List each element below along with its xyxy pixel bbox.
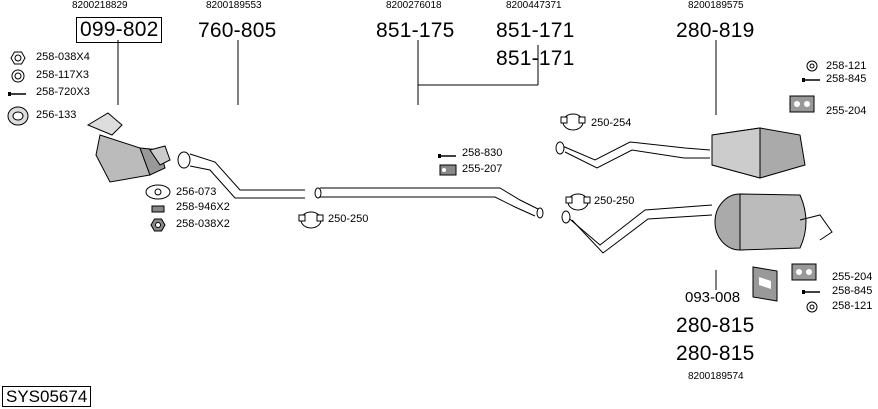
part-label[interactable]: 258-830	[462, 147, 503, 159]
catalytic-converter-icon	[86, 112, 171, 183]
part-number-mid-pipe-alt[interactable]: 851-171	[496, 47, 575, 70]
part-label[interactable]: 250-254	[591, 117, 632, 129]
bolt-icon	[8, 92, 26, 96]
clamp-icon	[560, 113, 586, 131]
mid-pipe-icon	[314, 187, 544, 219]
hanger-icon	[439, 164, 457, 176]
gasket-icon	[145, 184, 171, 200]
oem-number: 8200189575	[688, 0, 744, 11]
rear-silencer-2-icon	[714, 193, 833, 251]
bolt-icon	[802, 290, 820, 294]
part-label[interactable]: 258-038X4	[36, 51, 90, 63]
nut-icon	[10, 51, 26, 65]
hanger-icon	[791, 263, 817, 281]
part-label[interactable]: 255-204	[832, 271, 873, 283]
rear-silencer-1-icon	[711, 127, 806, 179]
rear-pipe-2-icon	[561, 204, 713, 254]
nut-icon	[806, 60, 818, 72]
part-label[interactable]: 250-250	[594, 195, 635, 207]
part-label[interactable]: 258-117X3	[36, 69, 90, 81]
mount-icon	[752, 266, 778, 302]
part-number-rear-silencer[interactable]: 280-819	[676, 19, 755, 42]
part-label[interactable]: 258-845	[826, 73, 867, 85]
nut-icon	[806, 301, 818, 313]
oem-number: 8200218829	[72, 0, 128, 11]
part-number-front-pipe[interactable]: 760-805	[198, 19, 277, 42]
ring-icon	[7, 106, 29, 126]
rear-pipe-1-icon	[555, 141, 711, 169]
clamp-icon	[298, 211, 324, 229]
part-label[interactable]: 258-946X2	[176, 201, 230, 213]
part-label[interactable]: 255-207	[462, 163, 503, 175]
bolt-icon	[438, 154, 456, 158]
oem-number: 8200189553	[206, 0, 262, 11]
front-pipe-icon	[177, 151, 305, 199]
part-label[interactable]: 258-720X3	[36, 86, 90, 98]
oem-number: 8200447371	[506, 0, 562, 11]
part-label[interactable]: 258-038X2	[176, 218, 230, 230]
system-code-label: SYS05674	[2, 386, 92, 407]
part-number-mount[interactable]: 093-008	[685, 289, 741, 306]
part-label[interactable]: 258-121	[826, 60, 867, 72]
part-label[interactable]: 256-073	[176, 186, 217, 198]
part-label[interactable]: 258-845	[832, 285, 873, 297]
part-label[interactable]: 258-121	[832, 300, 873, 312]
hanger-icon	[789, 95, 815, 113]
bolt-icon	[802, 78, 820, 82]
part-number-mid-pipe-alt[interactable]: 851-171	[496, 19, 575, 42]
leader-lines	[117, 40, 717, 290]
washer-icon	[11, 69, 25, 83]
part-label[interactable]: 255-204	[826, 105, 867, 117]
bolt-icon	[151, 205, 165, 213]
oem-number: 8200189574	[688, 371, 744, 382]
part-number-rear-silencer[interactable]: 280-815	[676, 314, 755, 337]
oem-number: 8200276018	[386, 0, 442, 11]
nut-icon	[150, 218, 166, 232]
part-label[interactable]: 250-250	[328, 213, 369, 225]
part-label[interactable]: 256-133	[36, 109, 77, 121]
part-number-mid-pipe[interactable]: 851-175	[376, 19, 455, 42]
part-number-rear-silencer[interactable]: 280-815	[676, 342, 755, 365]
clamp-icon	[565, 193, 591, 211]
part-number-catalytic-converter[interactable]: 099-802	[76, 17, 163, 43]
